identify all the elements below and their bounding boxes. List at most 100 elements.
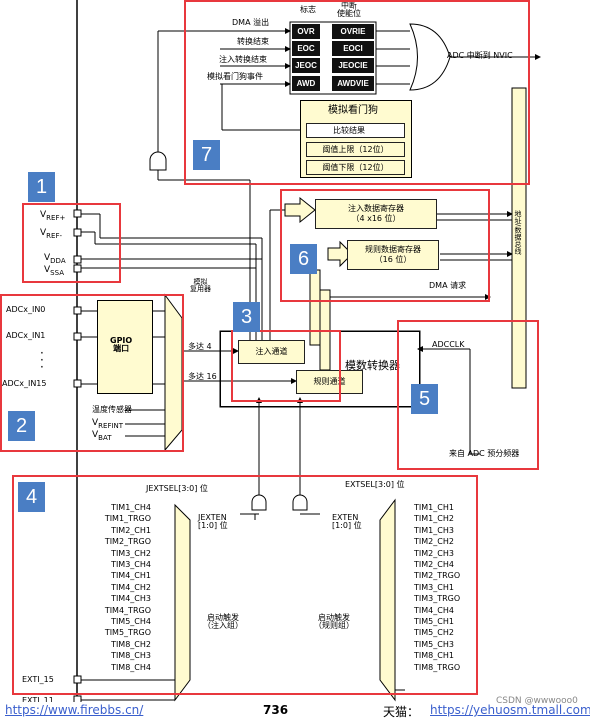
vref-minus-pin: VREF- <box>40 228 63 240</box>
interrupt-enable-header: 中断 使能位 <box>337 1 361 18</box>
jexten-label: JEXTEN [1:0] 位 <box>198 513 228 530</box>
trigger-source-tim4-ch4: TIM4_CH4 <box>414 605 454 615</box>
trigger-source-tim8-ch4: TIM8_CH4 <box>111 662 151 672</box>
enable-awdvie: AWDVIE <box>332 76 374 91</box>
enable-eoci: EOCI <box>332 41 374 56</box>
input-adcx-in0: ADCx_IN0 <box>6 305 46 314</box>
event-jeoc: 注入转换结束 <box>219 55 267 64</box>
badge-6: 6 <box>290 244 317 274</box>
footer-tmall-label: 天猫： <box>383 705 420 719</box>
regular-trigger-label: 启动触发 （规则组） <box>314 613 354 630</box>
highlight-box-7 <box>184 0 530 185</box>
event-eoc: 转换结束 <box>237 37 269 46</box>
badge-4: 4 <box>18 482 45 512</box>
trigger-source-tim8-ch1: TIM8_CH1 <box>414 651 454 661</box>
lower-threshold: 阈值下限（12位） <box>306 160 405 175</box>
trigger-source-tim1-ch2: TIM1_CH2 <box>414 514 454 524</box>
vssa-pin: VSSA <box>44 265 64 277</box>
vdda-pin: VDDA <box>44 253 66 265</box>
trigger-source-tim2-ch4: TIM2_CH4 <box>414 560 454 569</box>
gpio-port <box>97 300 153 394</box>
adcclk-label: ADCCLK <box>432 340 465 349</box>
badge-3: 3 <box>233 302 260 332</box>
trigger-source-tim8-trgo: TIM8_TRGO <box>414 662 461 672</box>
exti-15-label: EXTI_15 <box>22 675 54 684</box>
event-awd: 模拟看门狗事件 <box>207 72 263 81</box>
vertical-ellipsis: ··· <box>40 346 44 375</box>
address-data-bus-label: 地址/数据总线 <box>514 210 522 255</box>
watchdog-title: 模拟看门狗 <box>328 105 378 116</box>
injected-channel: 注入通道 <box>238 340 305 364</box>
vrefint: VREFINT <box>92 418 124 430</box>
trigger-source-tim2-ch1: TIM2_CH1 <box>111 525 151 535</box>
vbat: VBAT <box>92 430 112 442</box>
flag-jeoc: JEOC <box>292 58 320 73</box>
trigger-source-tim3-trgo: TIM3_TRGO <box>414 594 461 604</box>
injected-trigger-label: 启动触发 （注入组） <box>203 613 243 630</box>
converter-label: 模数转换器 <box>345 359 400 372</box>
dma-request-label: DMA 请求 <box>429 281 467 290</box>
trigger-source-tim4-trgo: TIM4_TRGO <box>104 605 151 615</box>
highlight-box-3 <box>231 330 341 402</box>
regular-channel: 规则通道 <box>296 370 363 394</box>
badge-5: 5 <box>411 384 438 414</box>
temperature-sensor: 温度传感器 <box>92 405 132 414</box>
highlight-box-2 <box>0 294 184 452</box>
compare-result: 比较结果 <box>306 123 405 138</box>
trigger-source-tim3-ch4: TIM3_CH4 <box>111 560 151 569</box>
footer-right-link[interactable]: https://yehuosm.tmall.com <box>430 703 590 717</box>
vref-plus-pin: VREF+ <box>40 210 66 222</box>
flag-awd: AWD <box>292 76 320 91</box>
trigger-source-tim3-ch2: TIM3_CH2 <box>111 548 151 558</box>
badge-2: 2 <box>8 411 35 441</box>
trigger-source-tim1-ch3: TIM1_CH3 <box>414 525 454 535</box>
trigger-source-tim5-ch4: TIM5_CH4 <box>111 617 151 626</box>
extsel-label: EXTSEL[3:0] 位 <box>345 480 405 489</box>
event-dma-overrun: DMA 溢出 <box>232 18 270 27</box>
trigger-source-tim4-ch2: TIM4_CH2 <box>111 582 151 592</box>
exti-11-label: EXTI_11 <box>22 696 54 705</box>
trigger-source-tim5-trgo: TIM5_TRGO <box>104 628 151 638</box>
trigger-source-tim2-ch2: TIM2_CH2 <box>414 537 454 547</box>
prescaler-label: 来自 ADC 预分频器 <box>449 449 520 458</box>
badge-7: 7 <box>193 140 220 170</box>
up-to-16-label: 多达 16 <box>188 372 217 381</box>
trigger-source-tim3-ch1: TIM3_CH1 <box>414 582 454 592</box>
gpio-label: GPIO 端口 <box>110 336 133 353</box>
trigger-source-tim5-ch2: TIM5_CH2 <box>414 628 454 638</box>
flags-header: 标志 <box>300 5 316 14</box>
trigger-source-tim1-ch4: TIM1_CH4 <box>111 503 151 512</box>
trigger-source-tim8-ch3: TIM8_CH3 <box>111 651 151 661</box>
highlight-box-4 <box>12 475 478 695</box>
highlight-box-1 <box>22 203 121 283</box>
flag-eoc: EOC <box>292 41 320 56</box>
highlight-box-5 <box>397 320 539 470</box>
trigger-source-tim5-ch1: TIM5_CH1 <box>414 617 454 626</box>
badge-1: 1 <box>28 172 55 202</box>
trigger-source-tim8-ch2: TIM8_CH2 <box>111 639 151 649</box>
footer-bar <box>0 702 590 718</box>
exten-label: EXTEN [1:0] 位 <box>332 513 362 530</box>
footer-left-link[interactable]: https://www.firebbs.cn/ <box>5 703 144 717</box>
trigger-source-tim1-trgo: TIM1_TRGO <box>104 514 151 524</box>
analog-mux-label: 模拟 复用器 <box>190 278 211 293</box>
input-adcx-in15: ADCx_IN15 <box>2 379 47 388</box>
highlight-box-6 <box>280 189 490 302</box>
trigger-source-tim2-trgo: TIM2_TRGO <box>104 537 151 547</box>
flag-ovr: OVR <box>292 24 320 39</box>
input-adcx-in1: ADCx_IN1 <box>6 331 46 340</box>
jextsel-label: JEXTSEL[3:0] 位 <box>146 484 208 493</box>
trigger-source-tim4-ch3: TIM4_CH3 <box>111 594 151 604</box>
adc-interrupt-label: ADC 中断到 NVIC <box>447 51 513 60</box>
csdn-watermark: CSDN @wwwooo0 <box>496 696 578 706</box>
injected-data-register: 注入数据寄存器 （4 x16 位） <box>315 199 437 229</box>
upper-threshold: 阈值上限（12位） <box>306 142 405 157</box>
trigger-source-tim4-ch1: TIM4_CH1 <box>111 571 151 581</box>
footer-page-number: 736 <box>263 703 289 717</box>
regular-data-register: 规则数据寄存器 （16 位） <box>347 240 439 270</box>
trigger-source-tim1-ch1: TIM1_CH1 <box>414 503 454 512</box>
trigger-source-tim5-ch3: TIM5_CH3 <box>414 639 454 649</box>
enable-ovrie: OVRIE <box>332 24 374 39</box>
up-to-4-label: 多达 4 <box>188 342 212 351</box>
